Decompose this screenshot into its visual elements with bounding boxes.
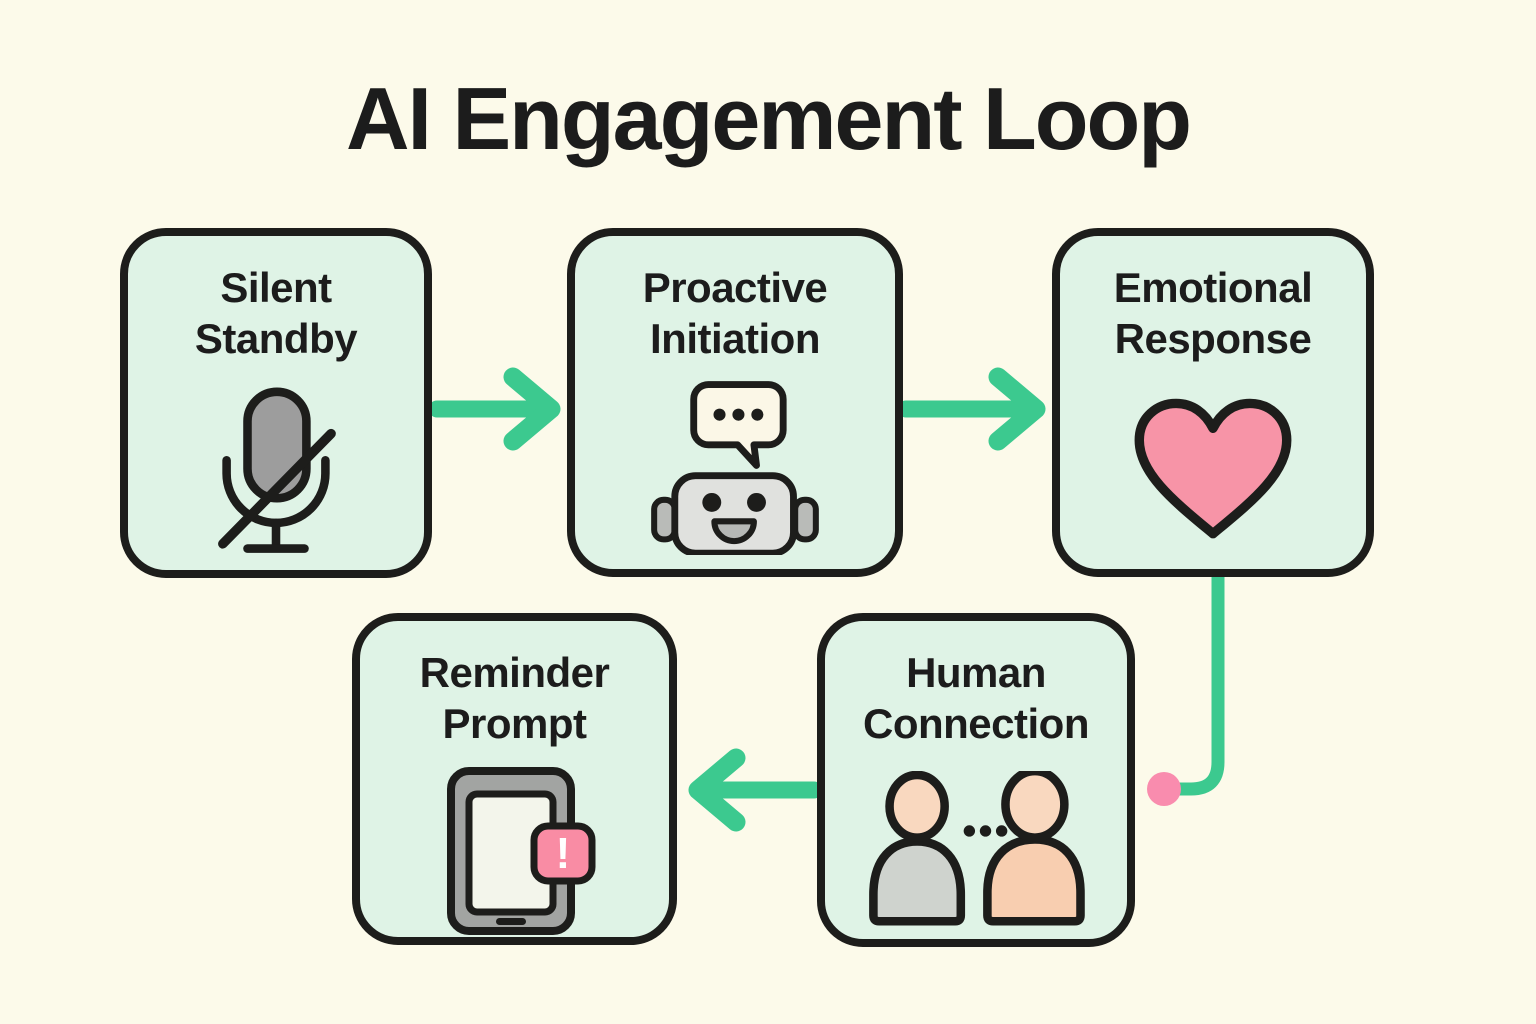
robot-ear-right [792, 496, 819, 543]
node-reminder-prompt: Reminder Prompt ! [352, 613, 677, 945]
diagram-title: AI Engagement Loop [346, 69, 1192, 168]
bubble-dot [732, 408, 745, 421]
elbow-end-dot [1147, 772, 1181, 806]
phone-home-button [495, 918, 526, 925]
node-label: Proactive Initiation [642, 264, 828, 363]
node-proactive-initiation: Proactive Initiation [567, 228, 903, 577]
arrow-initiation-to-emotional [897, 367, 1046, 451]
node-label: Silent Standby [194, 264, 358, 363]
notification-badge [530, 822, 595, 885]
bubble-dot [751, 408, 764, 421]
node-silent-standby: Silent Standby [120, 228, 432, 578]
arrow-standby-to-initiation [428, 367, 561, 451]
arrow-human-to-reminder [688, 748, 823, 832]
person-right-body [983, 835, 1085, 926]
two-people-icon [869, 771, 1085, 926]
robot-eye [702, 492, 722, 512]
robot-eye [747, 492, 766, 512]
heart-shape [1134, 398, 1292, 539]
muted-microphone-icon [218, 387, 336, 553]
node-emotional-response: Emotional Response [1052, 228, 1374, 577]
node-label: Reminder Prompt [419, 649, 610, 748]
connection-dot [995, 825, 1008, 837]
person-left-body [869, 837, 966, 926]
node-label: Human Connection [863, 649, 1089, 748]
connection-dot [979, 825, 992, 837]
heart-icon [1134, 398, 1292, 539]
phone-notification-icon: ! [446, 767, 595, 935]
notification-exclamation: ! [555, 829, 570, 878]
person-left-head [885, 771, 949, 842]
connection-dot [963, 825, 976, 837]
speech-bubble [690, 381, 787, 469]
robot-head [671, 472, 797, 555]
node-label: Emotional Response [1113, 264, 1313, 363]
bubble-dot [713, 408, 726, 421]
person-right-head [1001, 771, 1069, 842]
node-human-connection: Human Connection [817, 613, 1135, 947]
elbow-emotional-to-human [1147, 569, 1225, 806]
mute-slash [218, 428, 336, 549]
robot-mouth [711, 518, 757, 545]
robot-speech-bubble-icon [651, 381, 819, 555]
